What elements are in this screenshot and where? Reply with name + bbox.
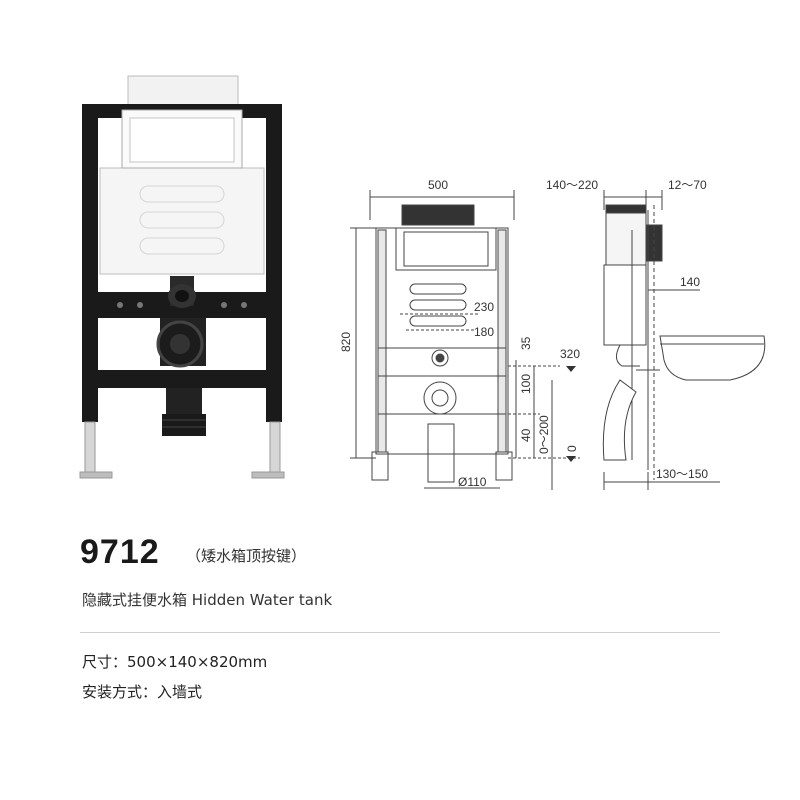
dim-230: 230 (474, 300, 494, 314)
dim-100: 100 (519, 374, 533, 394)
frame-right-leg (269, 421, 281, 475)
dim-pipe-110: Ø110 (458, 475, 487, 489)
dim-140: 140 (680, 275, 700, 289)
dim-zero: 0 (565, 445, 579, 452)
spec-size-value: 500×140×820mm (127, 653, 268, 671)
product-photo (79, 75, 285, 479)
dim-320: 320 (560, 347, 580, 361)
spec-install-label: 安装方式： (82, 683, 158, 701)
dim-180: 180 (474, 325, 494, 339)
frame-low-bar (96, 370, 268, 388)
spec-size-label: 尺寸： (82, 653, 128, 671)
dim-depth-range: 140～220 (546, 178, 598, 192)
frame-right-post (266, 104, 282, 422)
spec-install: 安装方式：入墙式 (82, 682, 202, 702)
dim-35: 35 (519, 336, 533, 350)
product-model: 9712 (80, 533, 160, 571)
dim-range-0-200: 0～200 (537, 415, 551, 454)
divider (80, 632, 720, 633)
spec-size: 尺寸：500×140×820mm (82, 652, 267, 672)
dim-wall-range: 12～70 (668, 178, 707, 192)
drain-pipe (166, 388, 202, 414)
spec-install-value: 入墙式 (157, 683, 203, 701)
dim-range-130-150: 130～150 (656, 467, 708, 481)
product-subtitle: （矮水箱顶按键） (186, 547, 307, 565)
dim-40: 40 (519, 428, 533, 442)
dim-width-500: 500 (428, 178, 448, 192)
frame-left-leg (84, 421, 96, 475)
technical-drawing: 500 140～220 12～70 820 230 180 35 320 100… (79, 75, 766, 490)
dim-height-820: 820 (339, 332, 353, 352)
front-view (350, 190, 580, 490)
side-view (602, 190, 766, 490)
frame-left-post (82, 104, 98, 422)
cistern-body (99, 167, 265, 275)
product-name: 隐藏式挂便水箱 Hidden Water tank (82, 591, 333, 609)
